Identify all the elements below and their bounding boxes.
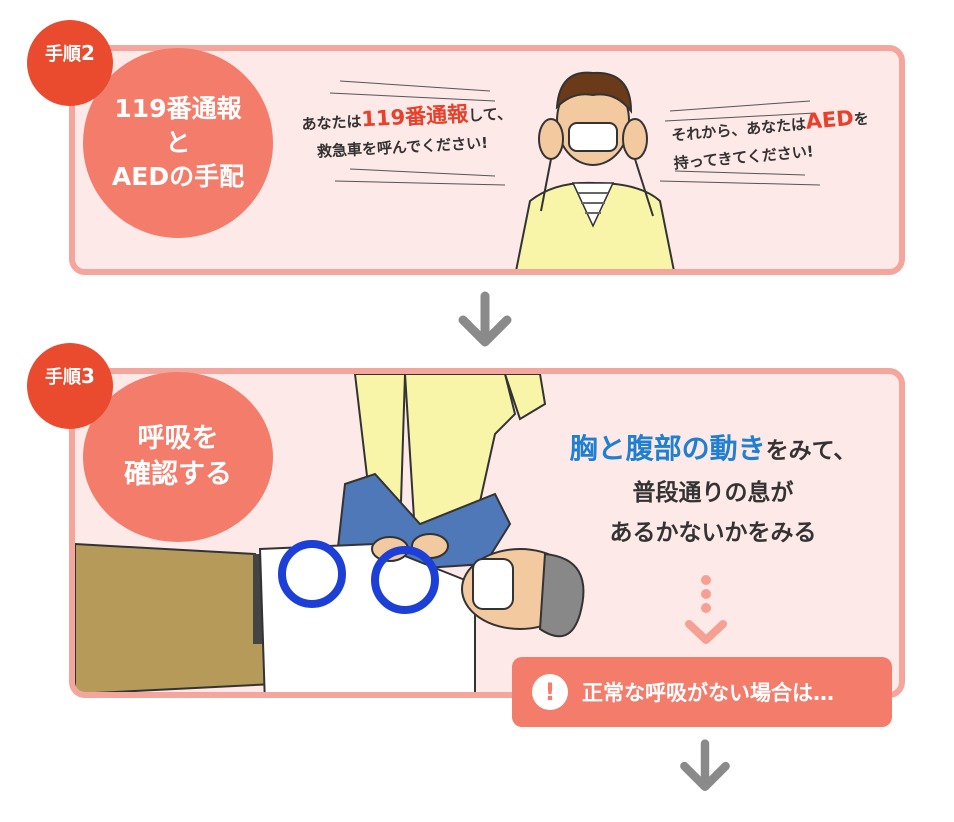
man-calling-illustration (329, 71, 821, 269)
step2-badge-label: 手順 (45, 44, 82, 65)
step3-instruction: 胸と腹部の動きをみて、 普段通りの息が あるかないかをみる (533, 424, 893, 554)
instruction-post: をみて、 (765, 438, 857, 464)
speech-right-highlight: AED (804, 105, 855, 134)
breathing-check-illustration (75, 374, 585, 692)
instruction-line3: あるかないかをみる (609, 520, 817, 547)
no-breathing-alert: ! 正常な呼吸がない場合は… (512, 657, 892, 727)
step3-title: 呼吸を 確認する (124, 422, 232, 490)
speech-right-post: を (853, 109, 870, 129)
step2-panel: あなたは119番通報して、 救急車を呼んでください! それから、あなたはAEDを… (69, 45, 905, 275)
step3-badge: 手順3 (27, 343, 113, 429)
speech-left: あなたは119番通報して、 救急車を呼んでください! (301, 96, 514, 165)
step3-title-circle: 呼吸を 確認する (83, 372, 273, 542)
speech-right-pre: それから、あなたは (670, 114, 807, 145)
speech-left-highlight: 119番通報 (360, 101, 469, 132)
step3-badge-number: 3 (81, 364, 95, 388)
instruction-highlight: 胸と腹部の動き (569, 432, 766, 465)
arrow-down-icon (458, 291, 512, 347)
speech-left-pre: あなたは (301, 112, 362, 134)
exclamation-icon: ! (532, 674, 568, 710)
instruction-line2: 普段通りの息が (632, 480, 794, 506)
step2-badge-number: 2 (81, 41, 95, 65)
alert-text: 正常な呼吸がない場合は… (582, 681, 834, 705)
step2-badge: 手順2 (27, 20, 113, 106)
step2-title-circle: 119番通報 と AEDの手配 (83, 48, 273, 238)
arrow-down-icon (680, 739, 730, 791)
speech-left-post: して、 (467, 104, 513, 125)
step3-badge-label: 手順 (45, 367, 82, 388)
dotted-arrow-icon (685, 575, 727, 644)
step2-title: 119番通報 と AEDの手配 (111, 94, 245, 191)
